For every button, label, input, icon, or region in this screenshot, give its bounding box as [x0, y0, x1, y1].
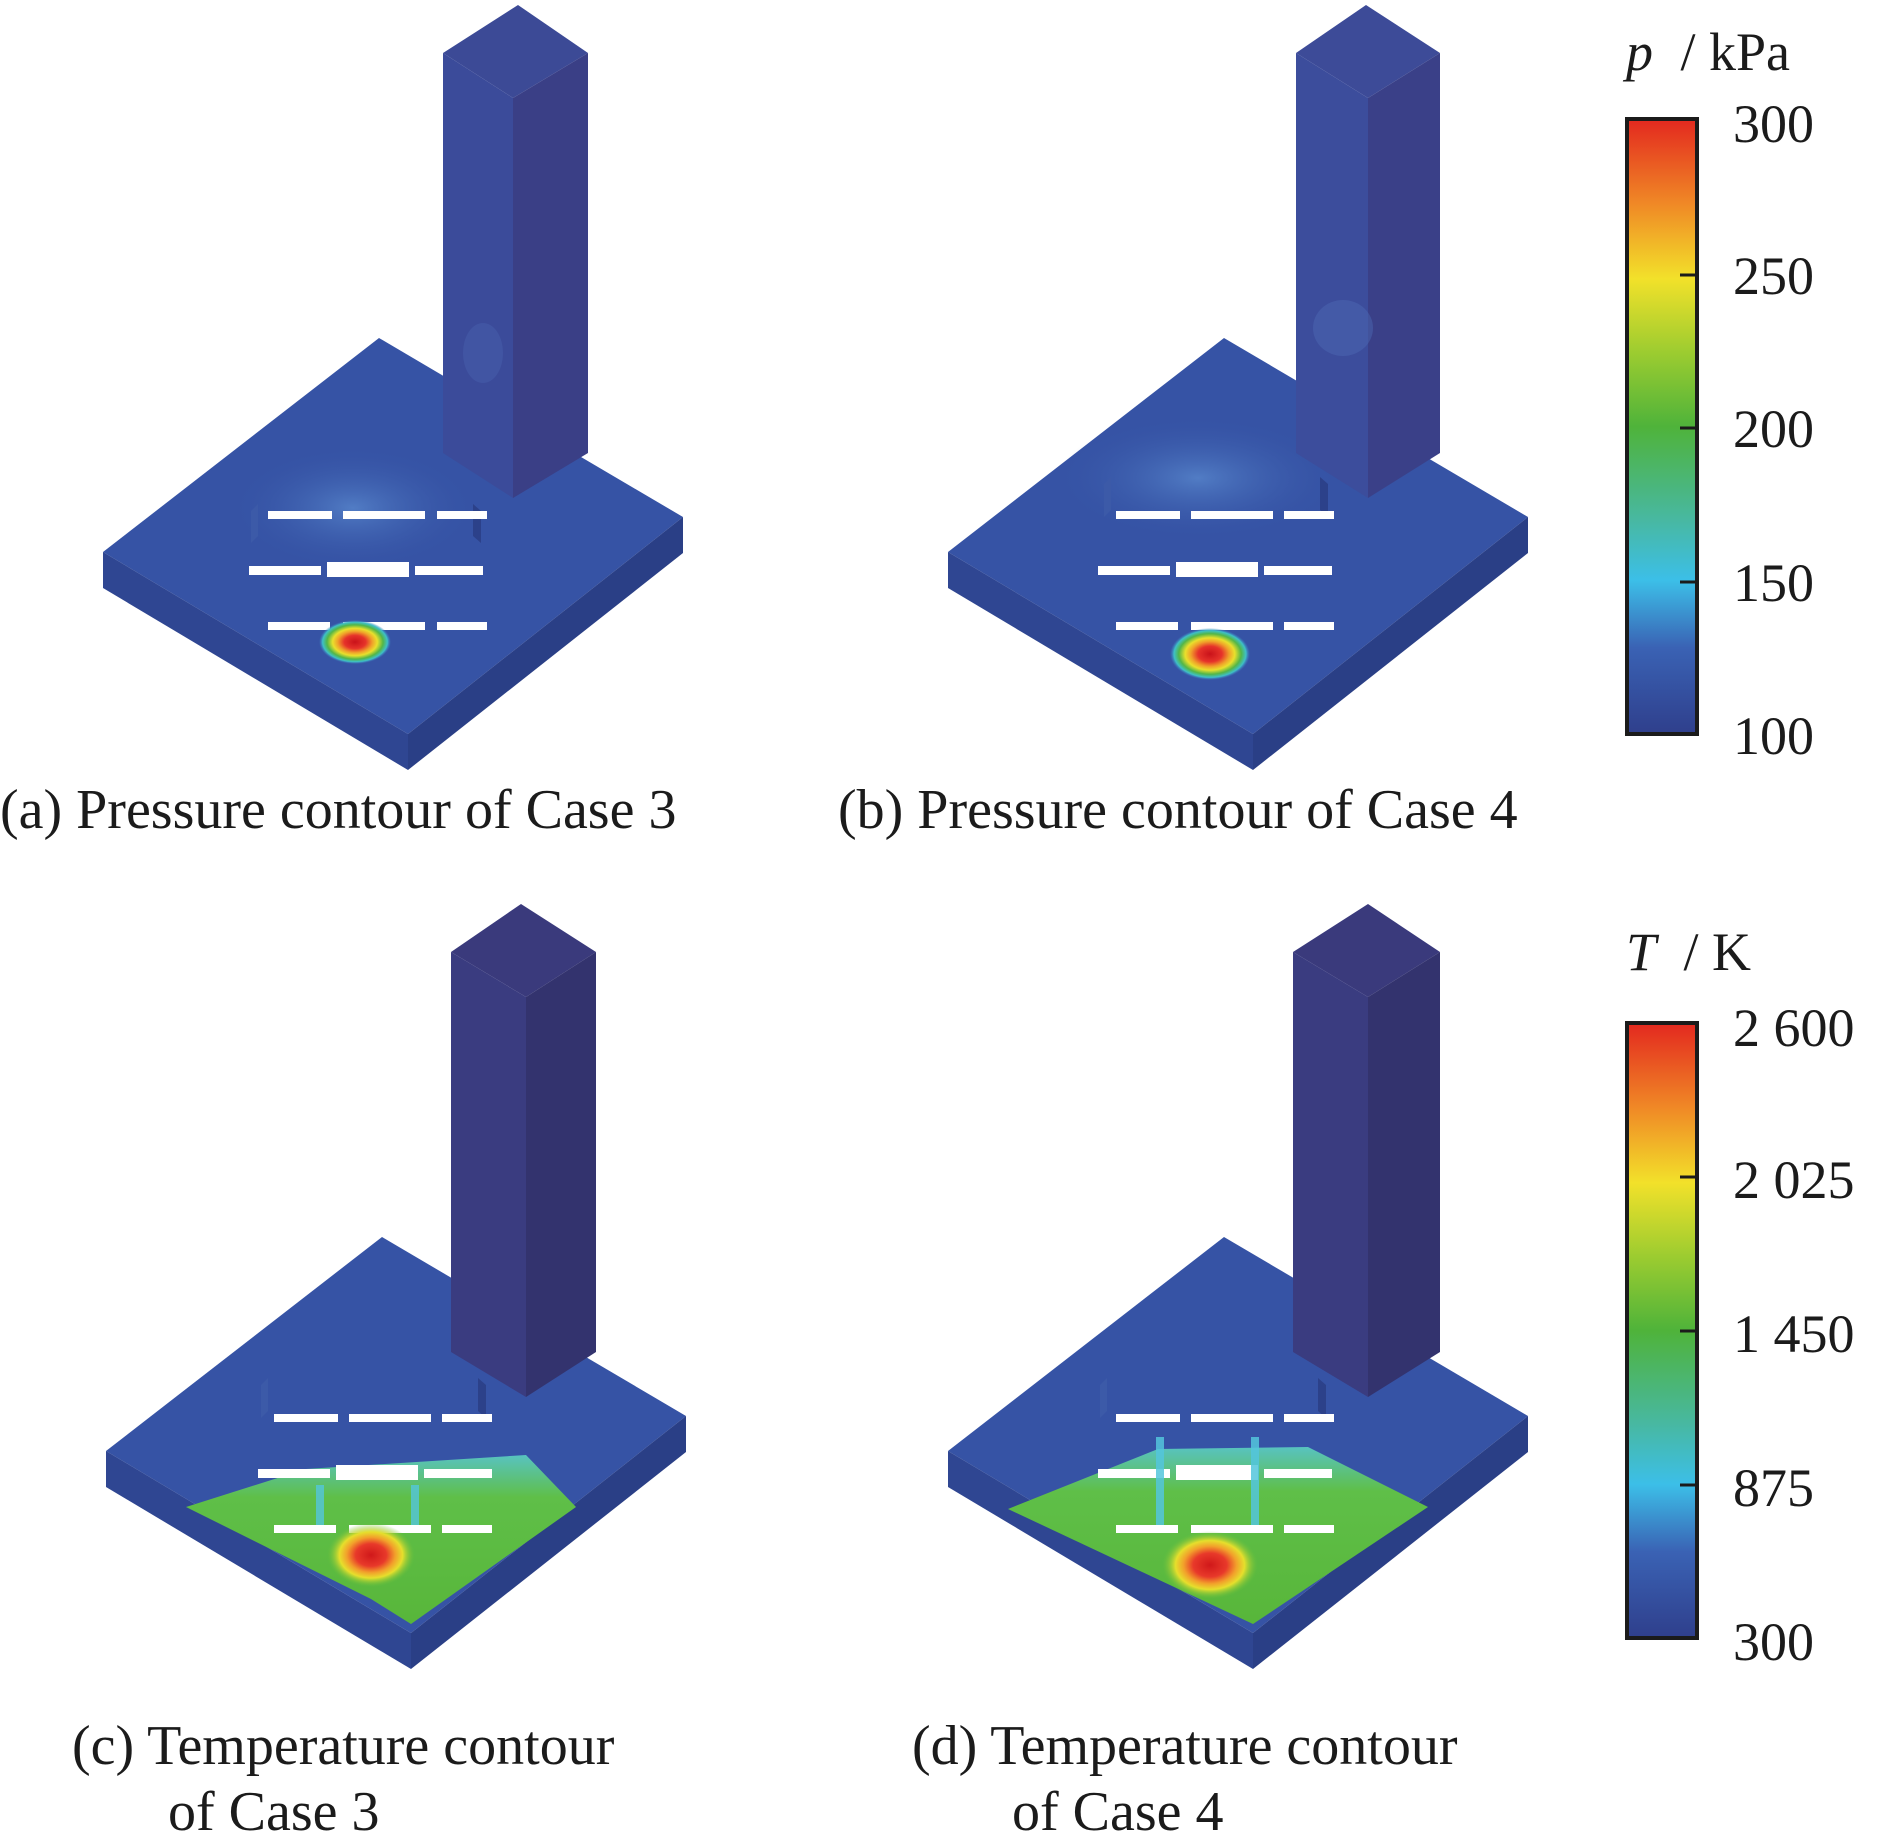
temperature-tick-1: 2 025: [1733, 1150, 1855, 1210]
temperature-tick-2: 1 450: [1733, 1304, 1855, 1364]
chimney-tower: [451, 904, 596, 1397]
chimney-tower: [443, 5, 588, 498]
temperature-tick-3: 875: [1733, 1458, 1814, 1518]
temperature-unit: / K: [1684, 922, 1752, 982]
svg-text:p / kPa: p / kPa: [1622, 22, 1790, 82]
pressure-unit: / kPa: [1681, 22, 1791, 82]
pressure-colorbar: p / kPa 300 250 200 150 100: [1622, 22, 1814, 766]
pressure-tick-2: 200: [1733, 399, 1814, 459]
pressure-hotspot: [319, 620, 391, 664]
panel-a: [103, 5, 683, 770]
caption-c-line1: (c) Temperature contour: [72, 1715, 615, 1777]
pressure-tick-4: 100: [1733, 706, 1814, 766]
temperature-tick-0: 2 600: [1733, 998, 1855, 1058]
chimney-tower: [1296, 5, 1440, 498]
panel-b: [948, 5, 1528, 770]
pressure-tick-0: 300: [1733, 94, 1814, 154]
pressure-hotspot: [1170, 628, 1250, 680]
pressure-tick-1: 250: [1733, 246, 1814, 306]
caption-b: (b) Pressure contour of Case 4: [838, 779, 1518, 841]
caption-d-line1: (d) Temperature contour: [912, 1715, 1458, 1777]
temperature-tick-4: 300: [1733, 1612, 1814, 1672]
temperature-symbol: T: [1626, 922, 1660, 982]
temperature-hotspot: [327, 1523, 415, 1587]
vent-grille: [1098, 477, 1334, 630]
caption-d-line2: of Case 4: [1012, 1781, 1224, 1840]
pressure-tick-3: 150: [1733, 553, 1814, 613]
panel-c: [106, 904, 686, 1669]
svg-text:T / K: T / K: [1626, 922, 1751, 982]
temperature-colorbar: T / K 2 600 2 025 1 450 875 300: [1625, 922, 1855, 1672]
caption-c-line2: of Case 3: [168, 1781, 380, 1840]
chimney-tower: [1293, 904, 1440, 1397]
temperature-hotspot: [1162, 1531, 1258, 1599]
vent-grille: [1098, 1378, 1334, 1533]
panel-d: [948, 904, 1528, 1669]
vent-grille: [249, 504, 487, 630]
caption-a: (a) Pressure contour of Case 3: [0, 779, 676, 841]
pressure-symbol: p: [1622, 22, 1653, 82]
